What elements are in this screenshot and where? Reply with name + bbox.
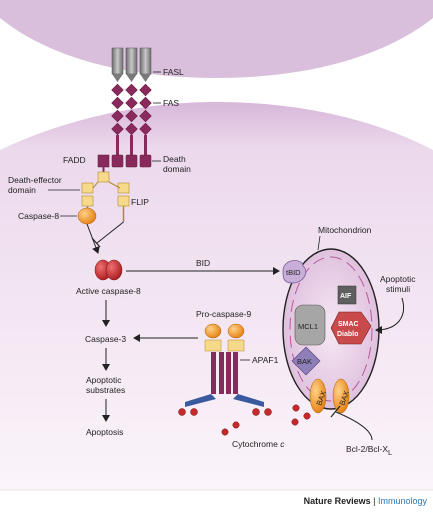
aif-protein <box>337 285 357 305</box>
cytochrome-c-molecules <box>221 404 311 436</box>
mcl1-label: MCL1 <box>298 322 318 331</box>
smac-diablo-protein <box>330 311 372 345</box>
apoptotic-stimuli-label-1: Apoptotic <box>380 274 416 284</box>
ded-label-1: Death-effector <box>8 175 62 185</box>
death-domain-label-2: domain <box>163 164 191 174</box>
ded-label-2: domain <box>8 185 36 195</box>
mitochondrion-label: Mitochondrion <box>318 225 372 235</box>
journal-credit: Nature Reviews | Immunology <box>304 496 427 506</box>
fasl-trimer <box>111 47 152 82</box>
apoptosis-label: Apoptosis <box>86 427 123 437</box>
bcl2-label: Bcl-2/Bcl-XL <box>346 444 392 457</box>
bak-label: BAK <box>297 357 312 366</box>
credit-separator: | <box>370 496 378 506</box>
apaf1-protein <box>178 352 272 416</box>
apoptotic-substrates-label-2: substrates <box>86 385 125 395</box>
caspase-3-label: Caspase-3 <box>85 334 126 344</box>
caspase-8-label: Caspase-8 <box>18 211 59 221</box>
bax-proteins <box>309 378 350 414</box>
journal-section: Immunology <box>377 496 427 506</box>
caspase-8-molecule <box>77 207 97 225</box>
apaf1-label: APAF1 <box>252 355 279 365</box>
apoptotic-stimuli-label-2: stimuli <box>386 284 410 294</box>
active-caspase-8-molecule <box>94 259 123 281</box>
fadd-death-domain <box>97 154 110 168</box>
fas-label: FAS <box>163 98 179 108</box>
death-domain-label-1: Death <box>163 154 186 164</box>
bid-label: BID <box>196 258 210 268</box>
aif-label: AIF <box>340 293 352 300</box>
bak-protein <box>291 346 321 376</box>
active-caspase-8-label: Active caspase-8 <box>76 286 141 296</box>
fadd-label: FADD <box>63 155 86 165</box>
neighbouring-cell <box>0 0 433 78</box>
tbid-label: tBID <box>286 268 301 277</box>
journal-name: Nature Reviews <box>303 496 371 506</box>
fas-receptor <box>111 83 152 168</box>
cytochrome-c-label: Cytochrome c <box>232 439 285 449</box>
smac-label-2: Diablo <box>337 331 358 338</box>
procaspase-9-molecules <box>204 323 245 352</box>
mcl1-protein <box>294 304 326 346</box>
apoptotic-substrates-label-1: Apoptotic <box>86 375 122 385</box>
flip-label: FLIP <box>131 197 149 207</box>
fasl-label: FASL <box>163 67 184 77</box>
smac-label-1: SMAC <box>338 321 359 328</box>
procaspase-9-label: Pro-caspase-9 <box>196 309 252 319</box>
tbid-molecule <box>282 260 307 284</box>
